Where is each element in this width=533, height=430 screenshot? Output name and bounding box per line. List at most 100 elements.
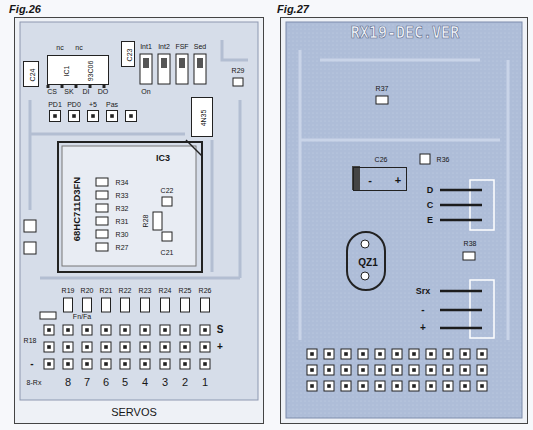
silkscreen-label: C — [427, 201, 434, 210]
silkscreen-label: CS — [47, 88, 57, 95]
pad-hole — [143, 362, 147, 366]
pad-hole — [85, 345, 89, 349]
silkscreen-label: SERVOS — [111, 407, 157, 418]
solder-pad — [200, 342, 210, 352]
silkscreen-label: R37 — [376, 85, 389, 92]
pad-hole — [378, 368, 382, 372]
resistor-symbol — [64, 298, 73, 312]
solder-pad — [107, 111, 118, 122]
resistor-symbol — [153, 212, 162, 230]
solder-pad — [426, 381, 436, 391]
silkscreen-label: R21 — [100, 287, 113, 294]
silkscreen-label: 7 — [84, 377, 90, 388]
ic-pin — [103, 85, 106, 88]
solder-pad — [44, 359, 54, 369]
part-label: IC1 — [63, 66, 70, 77]
resistor-symbol — [96, 243, 108, 251]
silkscreen-label: R27 — [116, 244, 129, 251]
connector-pin — [440, 327, 482, 330]
ic-pin — [47, 85, 50, 88]
pad-hole — [395, 384, 399, 388]
solder-pad — [324, 349, 334, 359]
solder-pad — [409, 381, 419, 391]
part-label: 4N35 — [200, 110, 207, 127]
pad-hole — [310, 368, 314, 372]
solder-pad — [443, 381, 453, 391]
resistor-symbol — [83, 298, 92, 312]
pad-hole — [480, 352, 484, 356]
pad-hole — [463, 352, 467, 356]
dip-switch — [140, 54, 152, 84]
solder-pad — [409, 349, 419, 359]
component-box: QZ1 — [346, 231, 386, 291]
silkscreen-label: DI — [83, 88, 90, 95]
pad-hole — [163, 328, 167, 332]
ic-pin — [89, 85, 92, 88]
pad-hole — [327, 384, 331, 388]
silkscreen-label: 3 — [162, 377, 168, 388]
solder-pad — [63, 342, 73, 352]
pad-hole — [446, 368, 450, 372]
solder-pad — [460, 381, 470, 391]
resistor-symbol — [96, 191, 108, 199]
copper-trace — [211, 140, 214, 272]
solder-pad — [180, 325, 190, 335]
pad-hole — [203, 345, 207, 349]
silkscreen-label: R23 — [139, 287, 152, 294]
resistor-symbol — [376, 96, 388, 104]
pad-hole — [85, 328, 89, 332]
part-label: Fig.27 — [277, 4, 309, 15]
part-label: 93C06 — [87, 61, 94, 82]
pad-hole — [123, 362, 127, 366]
silkscreen-label: nc — [75, 44, 82, 51]
pad-hole — [143, 345, 147, 349]
silkscreen-label: Pas — [106, 101, 118, 108]
silkscreen-label: SK — [64, 88, 73, 95]
copper-trace — [30, 133, 185, 136]
resistor-symbol — [40, 312, 56, 319]
pad-hole — [344, 368, 348, 372]
solder-pad — [44, 342, 54, 352]
silkscreen-label: R32 — [116, 205, 129, 212]
solder-pad — [358, 365, 368, 375]
solder-pad — [82, 359, 92, 369]
pad-hole — [47, 362, 51, 366]
solder-pad — [375, 365, 385, 375]
solder-pad — [426, 349, 436, 359]
solder-pad — [44, 325, 54, 335]
silkscreen-label: R22 — [119, 287, 132, 294]
ic-pin — [75, 85, 78, 88]
pad-hole — [446, 352, 450, 356]
silkscreen-label: 2 — [182, 377, 188, 388]
resistor-symbol — [201, 298, 210, 312]
solder-pad — [160, 359, 170, 369]
silkscreen-label: 8 — [65, 377, 71, 388]
solder-pad — [341, 381, 351, 391]
silkscreen-label: R31 — [116, 218, 129, 225]
component-box: IC1 93C06 — [47, 55, 109, 85]
silkscreen-label: nc — [56, 44, 63, 51]
solder-pad — [358, 381, 368, 391]
solder-pad — [341, 349, 351, 359]
silkscreen-label: +5 — [89, 101, 97, 108]
pad-hole — [395, 352, 399, 356]
silkscreen-label: 1 — [202, 377, 208, 388]
pad-hole — [183, 345, 187, 349]
silkscreen-label: R28 — [142, 215, 149, 228]
silkscreen-label: 6 — [103, 377, 109, 388]
part-label: IC3 — [156, 154, 170, 163]
silkscreen-label: C22 — [161, 187, 174, 194]
dip-switch — [158, 54, 170, 84]
pad-hole — [395, 368, 399, 372]
solder-pad — [140, 359, 150, 369]
resistor-symbol — [161, 298, 170, 312]
solder-pad — [120, 359, 130, 369]
right-board — [286, 22, 522, 418]
solder-pad — [120, 342, 130, 352]
part-label: C23 — [126, 49, 133, 62]
switch-lever — [143, 58, 149, 68]
connector-pin — [440, 189, 482, 192]
pad-hole — [110, 114, 114, 118]
dip-switch — [194, 54, 206, 84]
pad-hole — [104, 345, 108, 349]
